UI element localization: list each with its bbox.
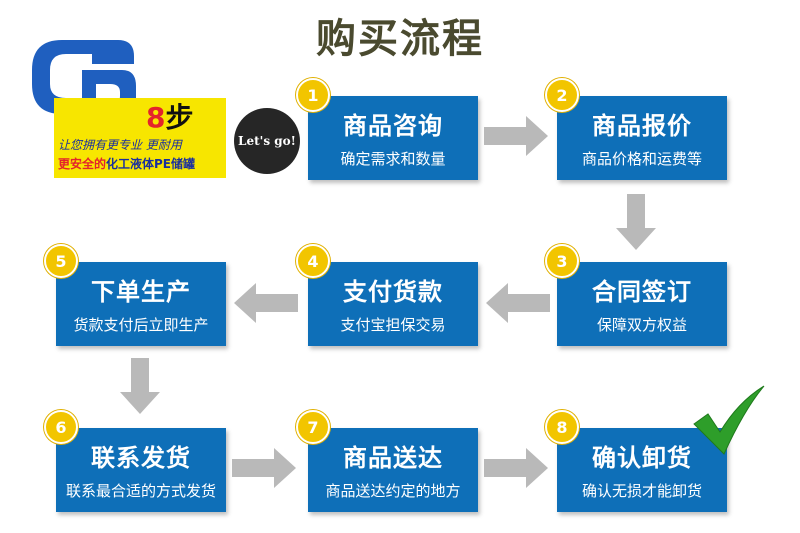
step-name: 支付货款	[343, 278, 443, 306]
step-number-badge: 1	[296, 78, 330, 112]
step-box-5: 下单生产货款支付后立即生产	[56, 262, 226, 346]
arrow-icon	[616, 194, 656, 250]
banner-line2: 更安全的化工液体PE储罐	[58, 157, 196, 171]
step-name: 合同签订	[592, 278, 692, 306]
step-desc: 保障双方权益	[596, 316, 687, 334]
arrow-icon	[486, 283, 550, 323]
promo-banner: 8步 让您拥有更专业 更耐用 更安全的化工液体PE储罐	[54, 98, 226, 178]
arrow-icon	[120, 358, 160, 414]
arrow-icon	[234, 283, 298, 323]
page-title: 购买流程	[316, 16, 484, 62]
step-name: 联系发货	[91, 444, 191, 472]
step-desc: 商品价格和运费等	[581, 150, 702, 168]
banner-line1: 让您拥有更专业 更耐用	[58, 138, 182, 152]
checkmark-icon	[693, 385, 765, 455]
step-box-4: 支付货款支付宝担保交易	[308, 262, 478, 346]
step-box-6: 联系发货联系最合适的方式发货	[56, 428, 226, 512]
step-box-7: 商品送达商品送达约定的地方	[308, 428, 478, 512]
step-box-2: 商品报价商品价格和运费等	[557, 96, 727, 180]
step-name: 确认卸货	[592, 444, 692, 472]
arrow-icon	[484, 116, 548, 156]
step-number-badge: 8	[545, 410, 579, 444]
step-number-badge: 6	[44, 410, 78, 444]
step-desc: 商品送达约定的地方	[325, 482, 461, 500]
step-desc: 联系最合适的方式发货	[65, 482, 216, 500]
step-number-badge: 5	[44, 244, 78, 278]
step-name: 商品报价	[592, 112, 692, 140]
step-desc: 支付宝担保交易	[340, 316, 446, 334]
step-name: 商品咨询	[343, 112, 443, 140]
step-box-3: 合同签订保障双方权益	[557, 262, 727, 346]
step-desc: 货款支付后立即生产	[73, 316, 209, 334]
step-number-badge: 2	[545, 78, 579, 112]
step-box-1: 商品咨询确定需求和数量	[308, 96, 478, 180]
banner-step: 8步	[146, 101, 194, 134]
step-name: 下单生产	[91, 278, 191, 306]
arrow-icon	[484, 448, 548, 488]
step-name: 商品送达	[343, 444, 443, 472]
step-desc: 确认无损才能卸货	[581, 482, 702, 500]
arrow-icon	[232, 448, 296, 488]
letsgo-badge: Let's go!	[234, 108, 300, 174]
step-number-badge: 7	[296, 410, 330, 444]
step-box-8: 确认卸货确认无损才能卸货	[557, 428, 727, 512]
step-desc: 确定需求和数量	[340, 150, 446, 168]
step-number-badge: 4	[296, 244, 330, 278]
step-number-badge: 3	[545, 244, 579, 278]
